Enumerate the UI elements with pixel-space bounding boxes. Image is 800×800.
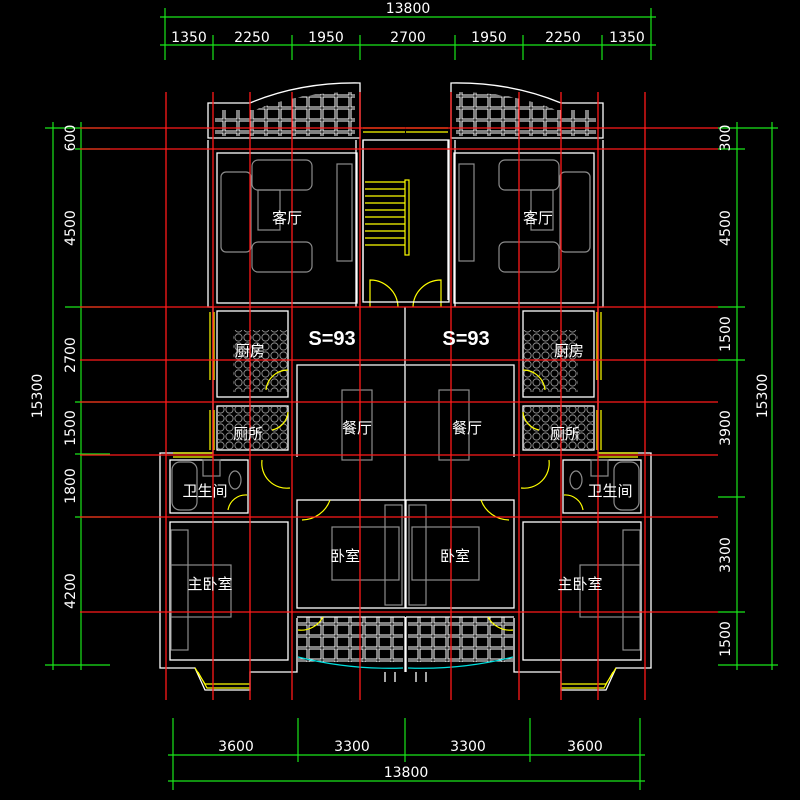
dimension-label: 3300 xyxy=(450,739,486,755)
unit-area-label: S=93 xyxy=(442,328,489,350)
room-label-master-bedroom: 主卧室 xyxy=(557,575,602,593)
dimension-label: 1500 xyxy=(718,316,734,352)
top-dimension-lines xyxy=(160,8,656,60)
top-segment-dimensions: 1350 2250 1950 2700 1950 2250 1350 xyxy=(171,30,645,46)
dimension-label: 1950 xyxy=(471,30,507,46)
room-label-living: 客厅 xyxy=(523,209,553,227)
dimension-label: 2700 xyxy=(63,337,79,373)
left-unit-labels: S=93 客厅 厨房 厕所 卫生间 主卧室 餐厅 卧室 xyxy=(182,209,372,593)
right-segment-dimensions: 300 4500 1500 3900 3300 1500 xyxy=(718,125,734,657)
unit-area-label: S=93 xyxy=(308,328,355,350)
dimension-label: 3600 xyxy=(567,739,603,755)
top-overall-dimension: 13800 xyxy=(386,1,431,17)
dimension-label: 600 xyxy=(63,125,79,152)
room-label-kitchen: 厨房 xyxy=(235,342,265,360)
dimension-label: 3600 xyxy=(218,739,254,755)
right-unit-labels: S=93 客厅 厨房 厕所 卫生间 主卧室 餐厅 卧室 xyxy=(440,209,633,593)
dimension-label: 1500 xyxy=(718,621,734,657)
room-label-bedroom: 卧室 xyxy=(330,547,360,565)
left-segment-dimensions: 600 4500 2700 1500 1800 4200 xyxy=(63,125,79,609)
dimension-label: 1350 xyxy=(609,30,645,46)
room-label-dining: 餐厅 xyxy=(342,419,372,437)
room-label-kitchen: 厨房 xyxy=(554,342,584,360)
dimension-label: 2250 xyxy=(545,30,581,46)
right-dimension-lines xyxy=(718,122,778,670)
axis-grid xyxy=(80,92,718,700)
dimension-label: 4500 xyxy=(718,210,734,246)
dimension-label: 1500 xyxy=(63,410,79,446)
dimension-label: 4200 xyxy=(63,573,79,609)
bottom-overall-dimension: 13800 xyxy=(384,765,429,781)
left-overall-dimension: 15300 xyxy=(30,374,46,419)
room-label-master-bedroom: 主卧室 xyxy=(187,575,232,593)
bottom-segment-dimensions: 3600 3300 3300 3600 xyxy=(218,739,603,755)
dimension-label: 4500 xyxy=(63,210,79,246)
dimension-label: 300 xyxy=(718,125,734,152)
staircase xyxy=(362,139,450,303)
left-unit-plan xyxy=(159,82,406,691)
room-label-toilet: 厕所 xyxy=(233,425,263,443)
dimension-label: 2700 xyxy=(390,30,426,46)
room-label-toilet: 厕所 xyxy=(550,425,580,443)
dimension-label: 2250 xyxy=(234,30,270,46)
bottom-dimension-lines xyxy=(168,718,645,790)
room-label-bathroom: 卫生间 xyxy=(182,482,227,500)
room-label-bedroom: 卧室 xyxy=(440,547,470,565)
stair-handrail xyxy=(404,179,410,256)
dimension-label: 1350 xyxy=(171,30,207,46)
room-label-dining: 餐厅 xyxy=(452,419,482,437)
right-unit-plan xyxy=(405,82,652,691)
dimension-label: 3900 xyxy=(718,410,734,446)
dimension-label: 3300 xyxy=(718,537,734,573)
dimension-label: 3300 xyxy=(334,739,370,755)
dimension-label: 1800 xyxy=(63,468,79,504)
dimension-label: 1950 xyxy=(308,30,344,46)
room-label-bathroom: 卫生间 xyxy=(587,482,632,500)
room-label-living: 客厅 xyxy=(272,209,302,227)
right-overall-dimension: 15300 xyxy=(755,374,771,419)
